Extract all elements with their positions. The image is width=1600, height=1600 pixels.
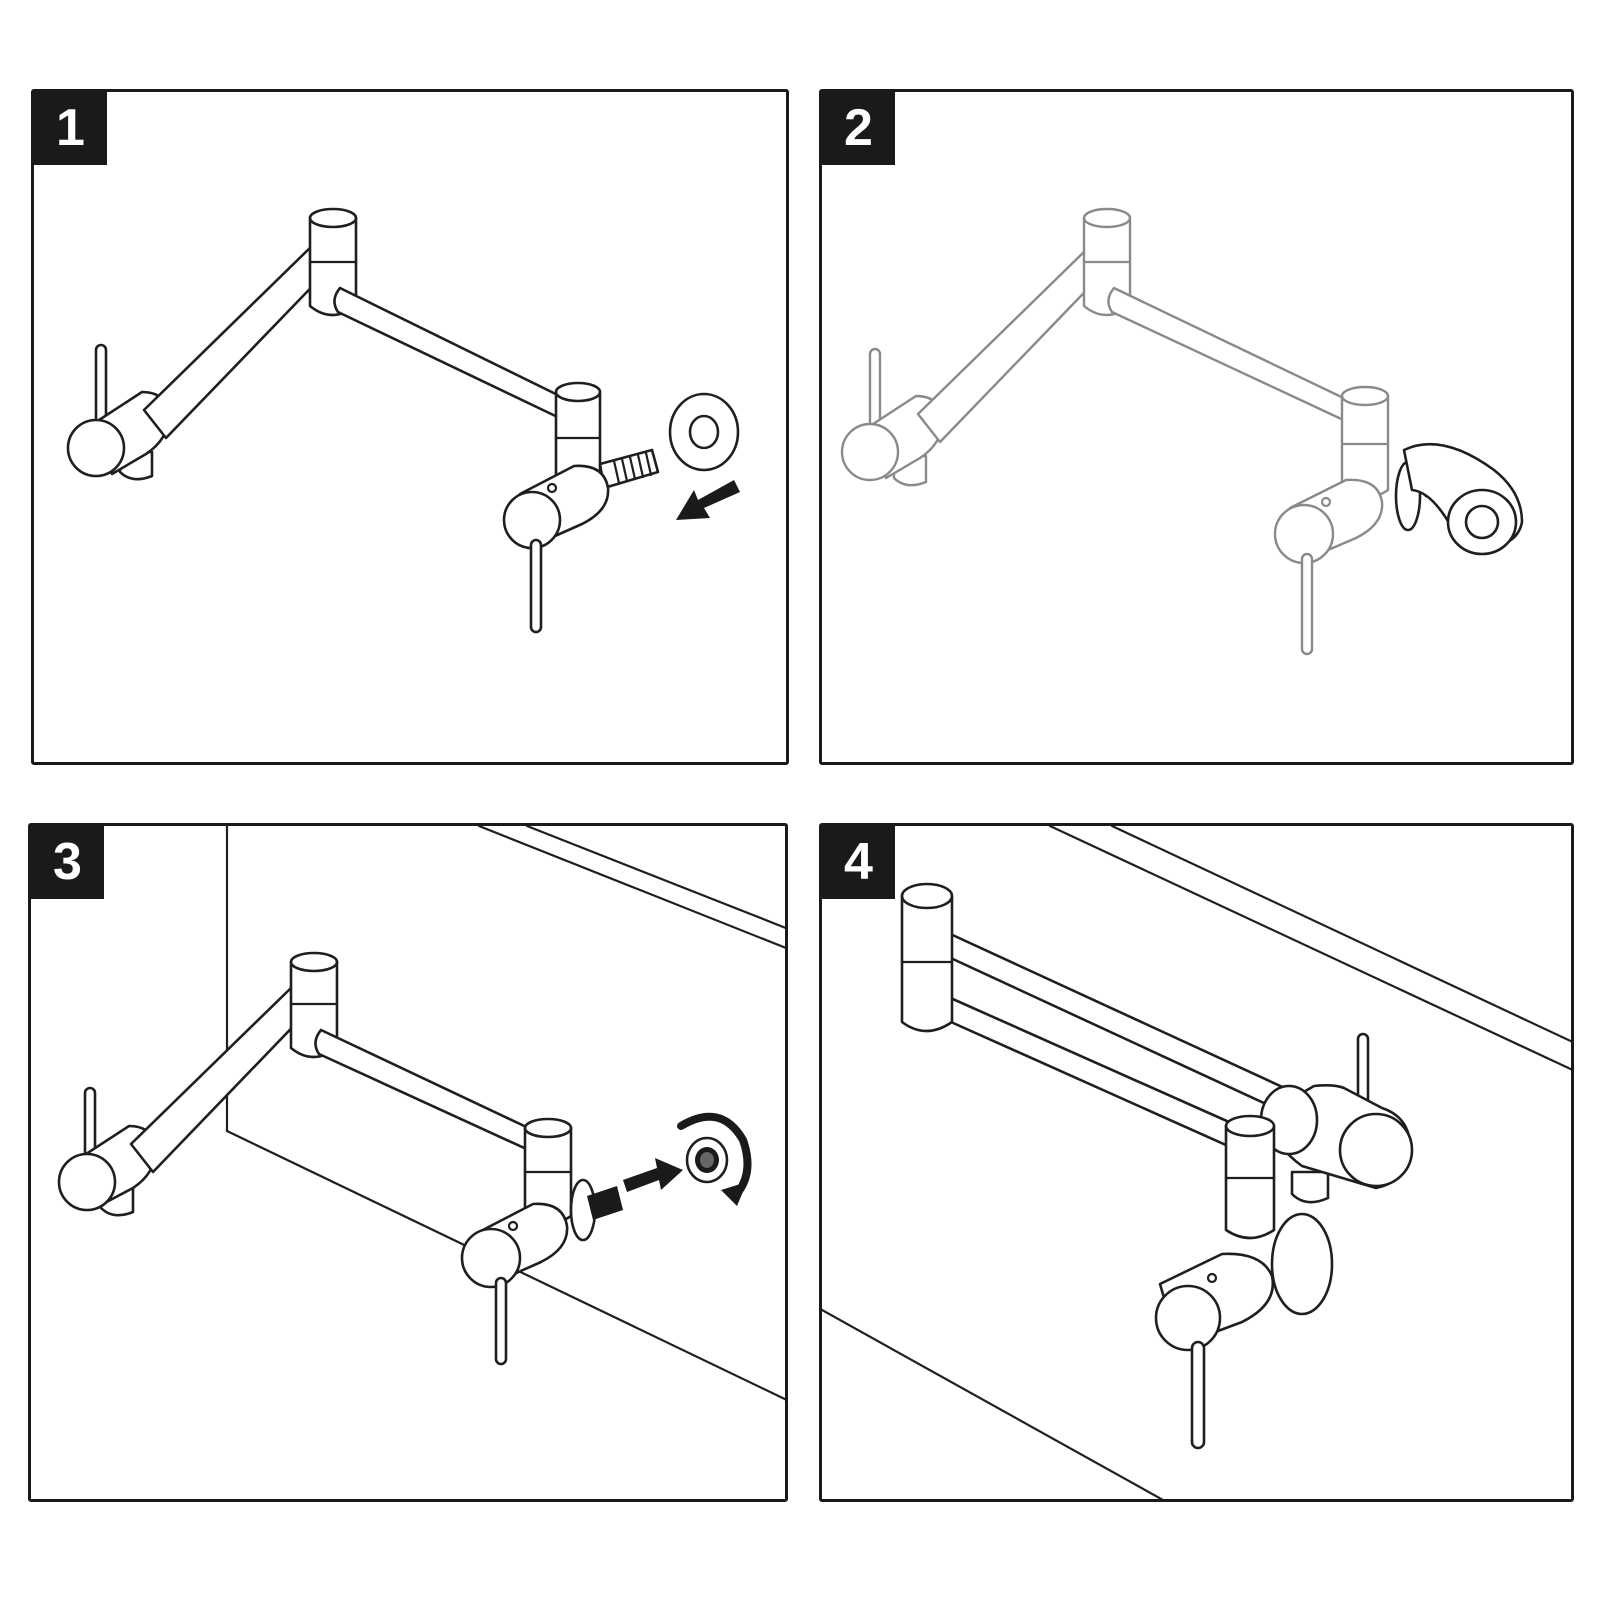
step-2-panel: 2	[819, 89, 1574, 765]
escutcheon-flange	[668, 392, 740, 472]
step-3-badge: 3	[31, 826, 104, 899]
step-4-badge: 4	[822, 826, 895, 899]
pot-filler-faucet	[57, 951, 623, 1366]
step-1-panel: 1	[31, 89, 789, 765]
step-4-panel: 4	[819, 823, 1574, 1502]
step-3-illustration	[57, 826, 785, 1401]
step-1-illustration	[66, 207, 740, 634]
step-1-badge: 1	[34, 92, 107, 165]
wall-and-counter-lines	[822, 826, 1571, 1499]
pot-filler-faucet-folded	[900, 882, 1414, 1450]
step-2-badge: 2	[822, 92, 895, 165]
step-2-illustration	[840, 207, 1524, 656]
step-3-panel: 3	[28, 823, 788, 1502]
arrow-icon	[676, 480, 740, 520]
escutcheon-on-thread	[1394, 443, 1524, 556]
arrow-icon	[623, 1158, 683, 1192]
step-4-illustration	[822, 826, 1571, 1499]
pot-filler-faucet	[840, 207, 1390, 656]
pot-filler-faucet	[66, 207, 660, 634]
nut-with-rotation-icon	[677, 1112, 752, 1206]
